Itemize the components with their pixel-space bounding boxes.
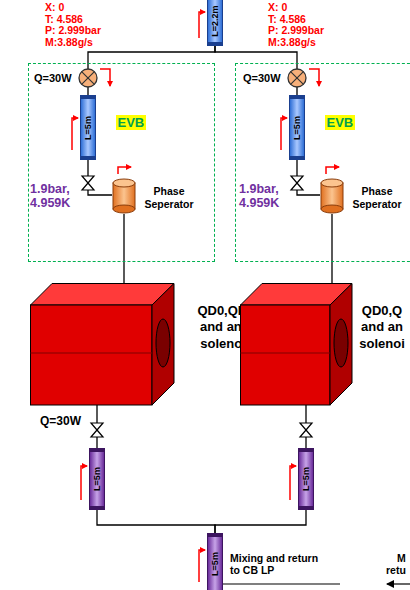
pipe-segment: L=5m bbox=[298, 448, 314, 510]
separator-vessel bbox=[320, 178, 344, 214]
box-title: EVB bbox=[325, 115, 356, 130]
pipe-segment: L=5m bbox=[289, 95, 305, 160]
evb-box: EVB L=5mPhase Seperator bbox=[28, 63, 215, 262]
heater-symbol bbox=[288, 69, 306, 87]
pipe-connector bbox=[88, 46, 215, 95]
flow-arrow bbox=[326, 167, 339, 174]
phase-separator: Phase Seperator bbox=[320, 178, 408, 214]
magnet-bore bbox=[334, 319, 348, 367]
flow-arrow bbox=[72, 118, 78, 150]
pipe-segment: L=5m bbox=[207, 533, 223, 590]
annotation: X: 0 bbox=[45, 1, 64, 13]
heater-symbol bbox=[79, 69, 97, 87]
annotation: T: 4.586 bbox=[268, 13, 306, 25]
annotation: T: 4.586 bbox=[45, 13, 83, 25]
pipe-connector bbox=[215, 46, 297, 95]
pipe-connector bbox=[123, 214, 124, 283]
pipe-segment: L=5m bbox=[80, 95, 96, 160]
annotation: Mixing and return to CB LP bbox=[230, 552, 324, 576]
pipe-length: L=5m bbox=[292, 116, 302, 140]
magnet-side bbox=[152, 284, 174, 406]
magnet-top bbox=[31, 284, 175, 306]
flow-arrow bbox=[199, 550, 205, 582]
magnet-block: QD0,Q and an solenoi bbox=[240, 283, 410, 405]
separator-top bbox=[321, 179, 343, 187]
annotation: M bbox=[397, 552, 406, 564]
pipe-length: L=2.2m bbox=[210, 5, 220, 36]
heater-cross bbox=[291, 72, 304, 85]
magnet-label: QD0,Q and an solenoi bbox=[357, 303, 407, 352]
annotation: M:3.88g/s bbox=[268, 36, 316, 48]
pipe-connector bbox=[215, 510, 306, 533]
separator-bottom bbox=[113, 205, 135, 213]
valve-symbol bbox=[300, 423, 312, 437]
heater-circle bbox=[79, 69, 97, 87]
annotation: 1.9bar, 4.959K bbox=[30, 182, 76, 211]
flow-arrow bbox=[309, 69, 319, 86]
magnet-front bbox=[31, 305, 153, 405]
magnet-split bbox=[241, 353, 331, 354]
magnet-drawing bbox=[240, 283, 354, 406]
separator-bottom bbox=[321, 205, 343, 213]
flow-arrow bbox=[281, 118, 287, 150]
pipe-length: L=5m bbox=[92, 467, 102, 491]
annotation: X: 0 bbox=[268, 1, 287, 13]
return-arrow bbox=[387, 583, 410, 584]
pipe-connector bbox=[331, 214, 332, 283]
separator-vessel bbox=[112, 178, 136, 214]
annotation: P: 2.999bar bbox=[268, 24, 324, 36]
pipe-segment: L=5m bbox=[89, 448, 105, 510]
magnet-front bbox=[241, 305, 331, 405]
annotation: Q=30W bbox=[34, 72, 72, 85]
flow-arrow bbox=[199, 12, 205, 38]
valve-symbol bbox=[291, 176, 303, 190]
flow-arrow bbox=[290, 466, 296, 500]
separator-top bbox=[113, 179, 135, 187]
return-line bbox=[223, 583, 340, 584]
pipe-length: L=5m bbox=[83, 116, 93, 140]
annotation: Q=30W bbox=[243, 72, 281, 85]
heater-cross bbox=[82, 72, 95, 85]
annotation: retu bbox=[386, 564, 406, 576]
box-title: EVB bbox=[116, 115, 147, 130]
magnet-drawing bbox=[30, 283, 176, 406]
annotation: Q=30W bbox=[40, 415, 81, 429]
separator-label: Phase Seperator bbox=[141, 185, 197, 210]
flow-arrow bbox=[118, 167, 131, 174]
flow-arrow bbox=[81, 466, 87, 500]
magnet-split bbox=[31, 353, 153, 354]
magnet-bore bbox=[156, 319, 170, 367]
evb-box: EVB L=5mPhase Seperator bbox=[235, 63, 410, 262]
pipe-connector bbox=[97, 510, 215, 533]
pipe-length: L=5m bbox=[210, 552, 220, 576]
pipe-segment: L=2.2m bbox=[207, 0, 223, 46]
pipe-length: L=5m bbox=[301, 467, 311, 491]
valve-symbol bbox=[91, 423, 103, 437]
heater-circle bbox=[288, 69, 306, 87]
annotation: P: 2.999bar bbox=[45, 24, 101, 36]
magnet-side bbox=[330, 284, 352, 406]
valve-symbol bbox=[82, 176, 94, 190]
phase-separator: Phase Seperator bbox=[112, 178, 208, 214]
separator-label: Phase Seperator bbox=[349, 185, 405, 210]
annotation: 1.9bar, 4.959K bbox=[239, 182, 285, 211]
annotation: M:3.88g/s bbox=[45, 36, 93, 48]
flow-arrow bbox=[100, 69, 110, 86]
